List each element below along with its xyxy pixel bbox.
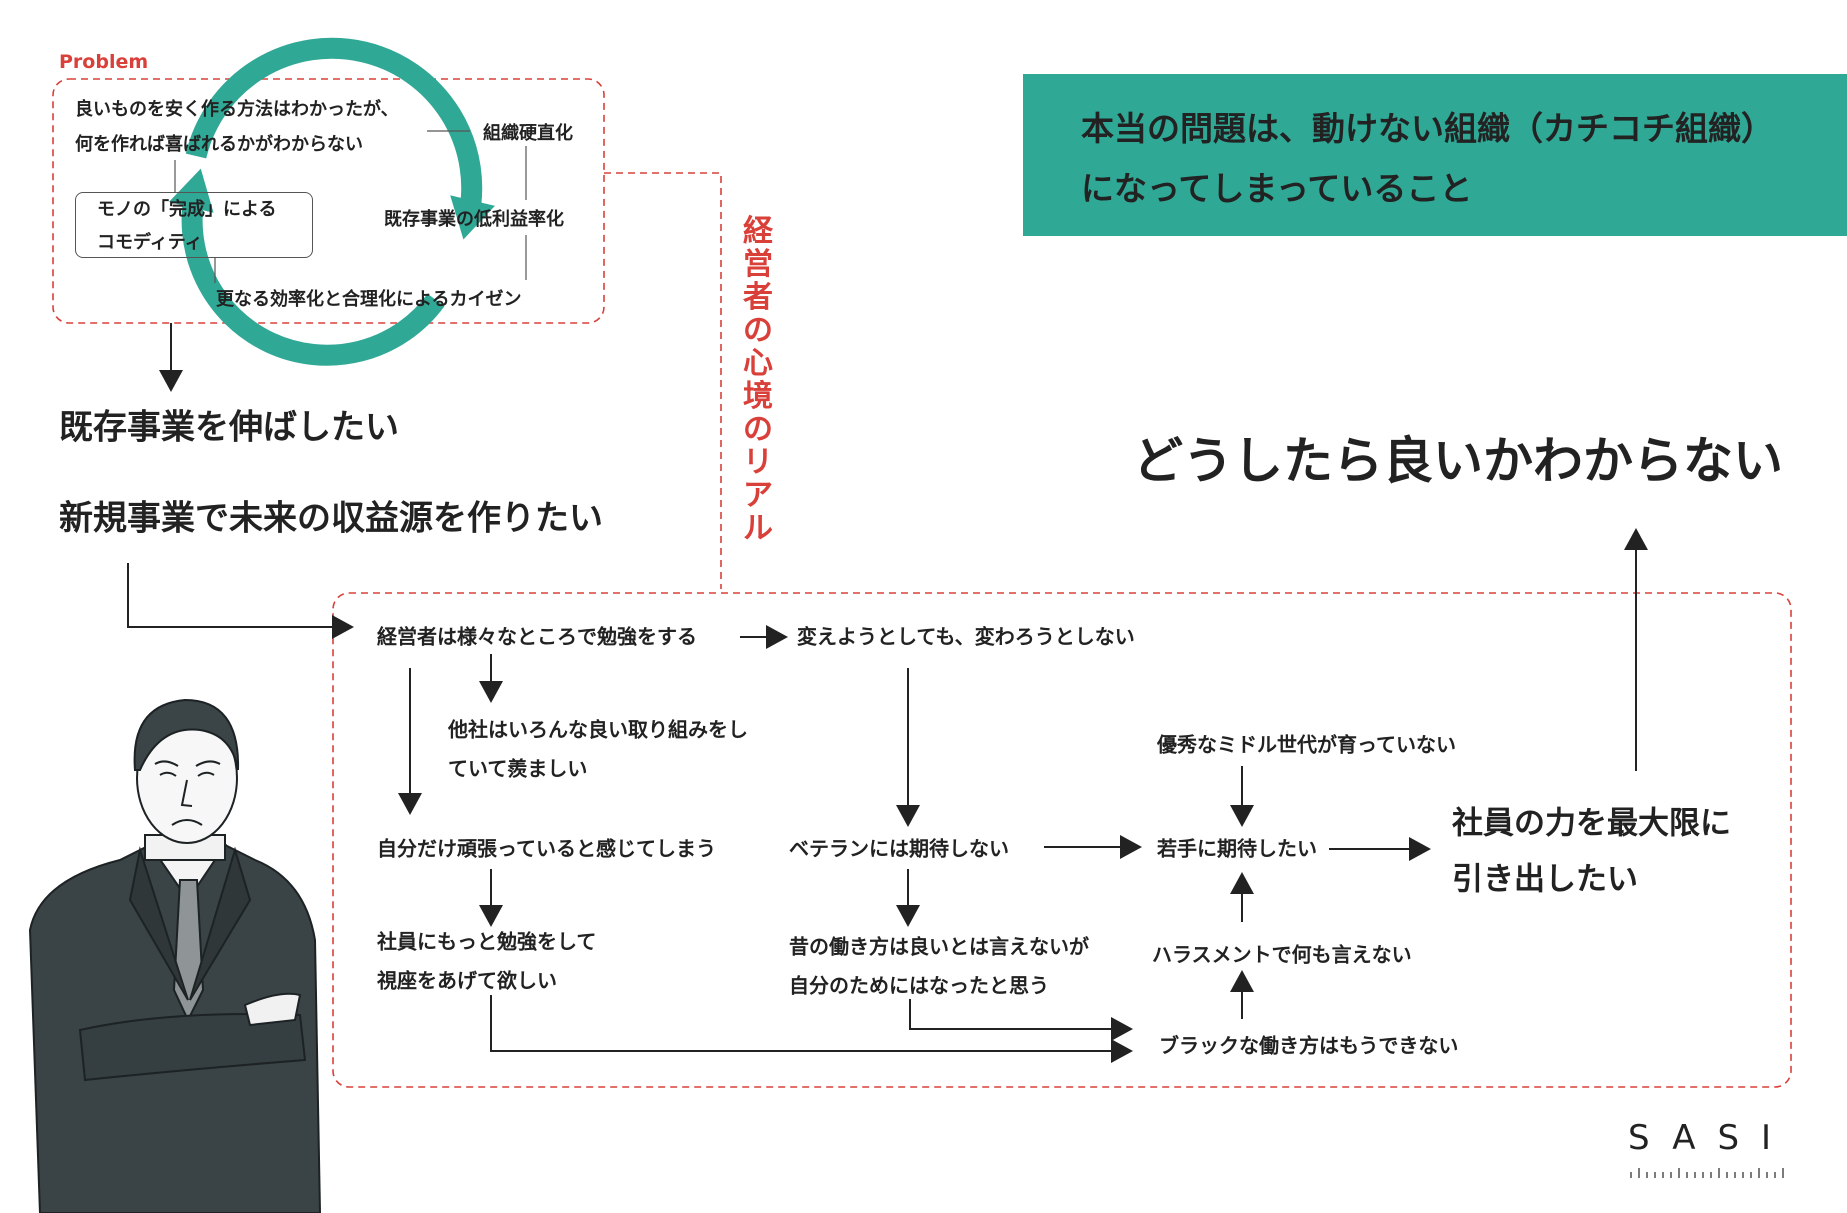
flow-envy-line2: ていて羨ましい bbox=[448, 756, 588, 781]
arrow-staff-to-black bbox=[490, 995, 1133, 1063]
flow-young: 若手に期待したい bbox=[1157, 836, 1317, 861]
commodity-line1: モノの「完成」による bbox=[97, 199, 277, 220]
side-title-vertical: 経営者の心境のリアル bbox=[743, 214, 773, 546]
logo-ruler bbox=[1630, 1168, 1784, 1178]
flow-alone: 自分だけ頑張っていると感じてしまう bbox=[377, 836, 716, 861]
cycle-label-low-profit: 既存事業の低利益率化 bbox=[384, 209, 564, 230]
flow-staff-study-line1: 社員にもっと勉強をして bbox=[377, 929, 597, 954]
headline-line2: になってしまっていること bbox=[1081, 169, 1473, 208]
flow-old-way-line2: 自分のためにはなったと思う bbox=[789, 973, 1049, 998]
flow-box bbox=[332, 592, 1792, 1088]
flow-no-change: 変えようとしても、変わろうとしない bbox=[797, 624, 1135, 649]
flow-middle-generation: 優秀なミドル世代が育っていない bbox=[1157, 732, 1456, 757]
cycle-label-kaizen: 更なる効率化と合理化によるカイゼン bbox=[216, 289, 522, 310]
problem-box bbox=[52, 78, 605, 324]
problem-statement-line2: 何を作れば喜ばれるかがわからない bbox=[75, 134, 363, 155]
commodity-line2: コモディティ bbox=[97, 232, 203, 253]
cycle-arrow-right bbox=[185, 37, 495, 240]
headline-line1: 本当の問題は、動けない組織（カチコチ組織） bbox=[1081, 109, 1774, 148]
flow-black-work: ブラックな働き方はもうできない bbox=[1159, 1033, 1459, 1058]
headline-banner bbox=[1023, 74, 1847, 236]
problem-label: Problem bbox=[59, 51, 149, 73]
commodity-box bbox=[75, 192, 313, 258]
cycle-arrow-left bbox=[168, 168, 445, 366]
conclusion-text: どうしたら良いかわからない bbox=[1133, 432, 1783, 490]
problem-leader-lines bbox=[174, 130, 527, 283]
flow-staff-study-line2: 視座をあげて欲しい bbox=[377, 968, 557, 993]
wish-grow-existing: 既存事業を伸ばしたい bbox=[59, 407, 399, 448]
sasi-logo: SASI bbox=[1628, 1118, 1794, 1158]
flow-maximize-line2: 引き出したい bbox=[1452, 861, 1638, 898]
flow-study: 経営者は様々なところで勉強をする bbox=[377, 624, 697, 649]
flow-old-way-line1: 昔の働き方は良いとは言えないが bbox=[789, 934, 1089, 959]
flow-veteran: ベテランには期待しない bbox=[789, 836, 1009, 861]
cycle-label-rigid-organization: 組織硬直化 bbox=[483, 123, 573, 144]
arrow-oldway-to-black bbox=[909, 999, 1133, 1041]
flow-envy-line1: 他社はいろんな良い取り組みをし bbox=[448, 717, 748, 742]
arrow-wish-to-flow bbox=[127, 563, 354, 639]
worried-businessman-illustration bbox=[28, 698, 322, 1213]
problem-to-flow-connector bbox=[604, 172, 722, 589]
flow-maximize-line1: 社員の力を最大限に bbox=[1452, 805, 1731, 842]
flow-harassment: ハラスメントで何も言えない bbox=[1152, 942, 1412, 967]
problem-statement-line1: 良いものを安く作る方法はわかったが、 bbox=[75, 99, 399, 120]
wish-new-business: 新規事業で未来の収益源を作りたい bbox=[59, 498, 603, 539]
